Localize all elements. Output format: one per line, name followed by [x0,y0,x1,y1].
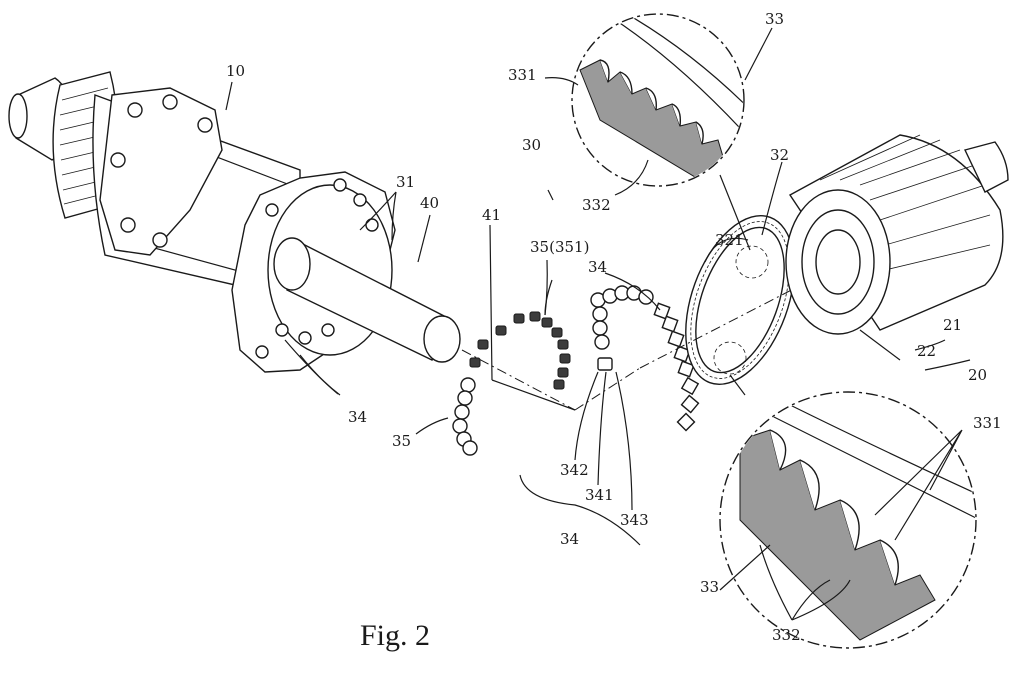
label-34-group: 34 [560,530,579,548]
label-20: 20 [968,366,987,384]
label-321: 321 [715,231,744,249]
label-22: 22 [917,342,936,360]
label-21: 21 [943,316,962,334]
label-332-bottom: 332 [772,626,801,644]
label-331-bottom: 331 [973,414,1002,432]
label-34-left: 34 [348,408,367,426]
label-343: 343 [620,511,649,529]
label-33-top: 33 [765,10,784,28]
label-31: 31 [396,173,415,191]
leader-lines [225,27,971,621]
label-342: 342 [560,461,589,479]
tooth-detail-bottom [719,374,977,649]
label-33-bottom: 33 [700,578,719,596]
ratchet-ring [639,214,841,386]
label-34-chain: 34 [588,258,607,276]
label-331-top: 331 [508,66,537,84]
label-30: 30 [522,136,541,154]
pawl-chain-34 [574,285,700,432]
label-341: 341 [585,486,614,504]
figure-caption: Fig. 2 [360,619,430,652]
hub-body [8,71,396,373]
label-332-top: 332 [582,196,611,214]
label-35-351: 35(351) [530,238,589,256]
label-32: 32 [770,146,789,164]
tooth-detail-top [571,13,751,251]
label-35: 35 [392,432,411,450]
dark-pawl-arc [469,311,571,390]
label-10: 10 [226,62,245,80]
label-41: 41 [482,206,501,224]
axle [273,237,576,411]
spring-group-35 [452,377,478,456]
label-40: 40 [420,194,439,212]
reference-numerals: 10 31 40 41 30 35(351) 33 331 332 32 321… [226,10,1002,644]
freehub-body [785,134,1009,335]
